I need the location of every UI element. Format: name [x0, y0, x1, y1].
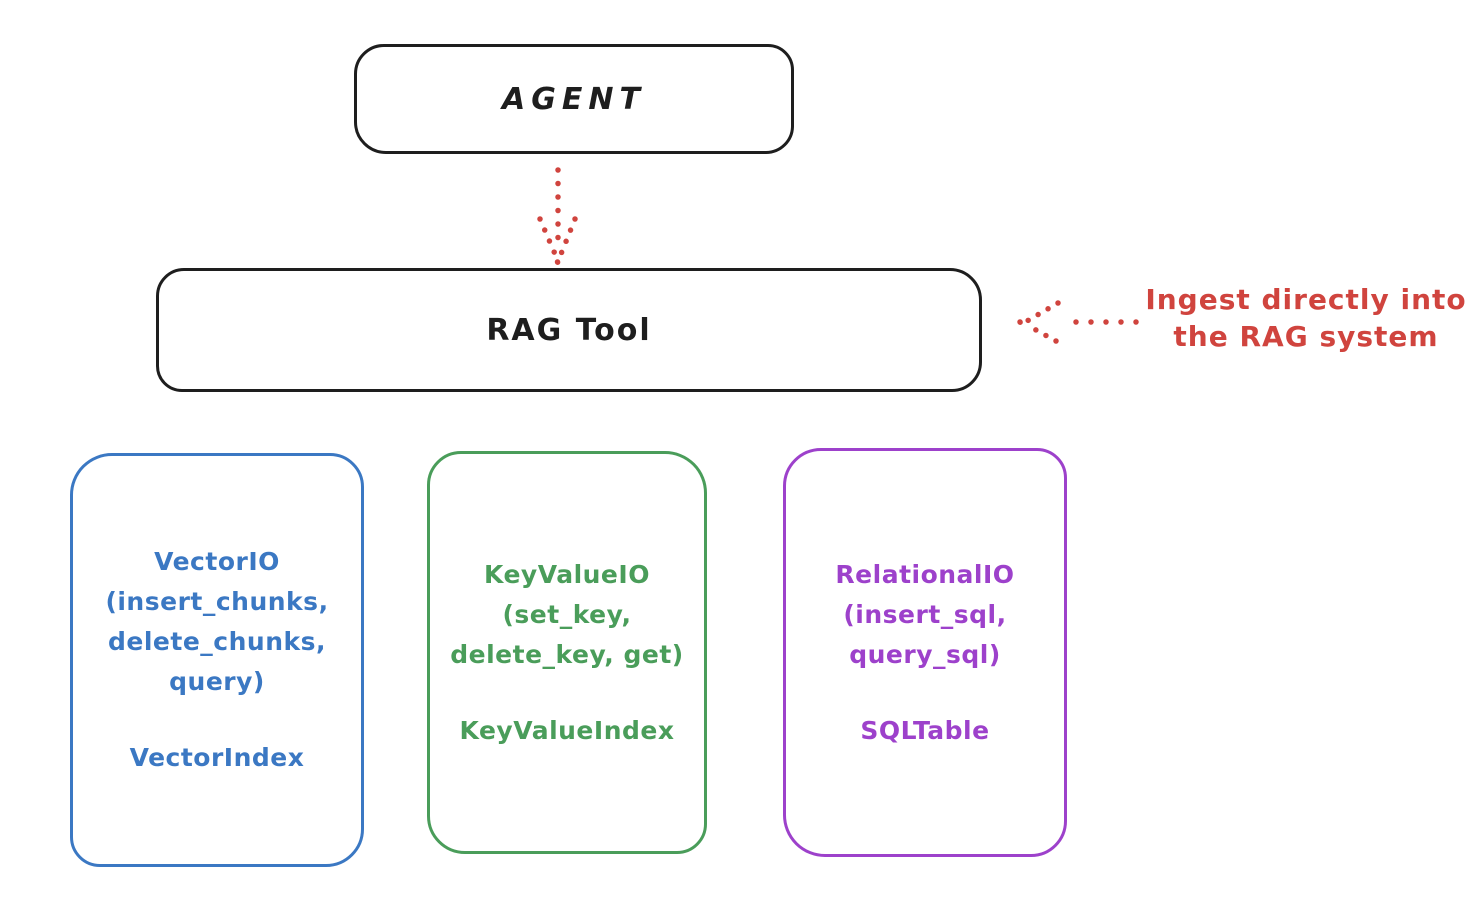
annotation-line-1: Ingest directly into	[1145, 283, 1467, 316]
io-box-index-label: KeyValueIndex	[459, 715, 675, 745]
io-box-index-label: SQLTable	[860, 715, 990, 745]
dotted-down-arrow-icon	[537, 167, 578, 265]
io-box-relational: RelationalIO (insert_sql, query_sql) SQL…	[783, 448, 1067, 857]
agent-box: AGENT	[354, 44, 794, 154]
rag-tool-box: RAG Tool	[156, 268, 982, 392]
agent-label: AGENT	[502, 81, 646, 117]
io-box-index-label: VectorIndex	[129, 743, 305, 772]
ingest-annotation: Ingest directly into the RAG system	[1128, 281, 1484, 355]
arrowhead-left	[537, 216, 558, 257]
io-box-body: KeyValueIO (set_key, delete_key, get)	[450, 559, 684, 669]
arrowhead-top	[1024, 300, 1061, 324]
io-box-body: VectorIO (insert_chunks, delete_chunks, …	[105, 547, 329, 696]
io-box-vector: VectorIO (insert_chunks, delete_chunks, …	[70, 453, 364, 867]
dotted-left-arrow-icon	[1017, 300, 1139, 344]
arrowhead-right	[558, 216, 578, 257]
rag-tool-label: RAG Tool	[486, 312, 652, 348]
io-box-keyvalue: KeyValueIO (set_key, delete_key, get) Ke…	[427, 451, 707, 854]
arrowhead-bottom	[1024, 322, 1059, 344]
annotation-line-2: the RAG system	[1173, 320, 1439, 353]
io-box-body: RelationalIO (insert_sql, query_sql)	[835, 559, 1015, 669]
